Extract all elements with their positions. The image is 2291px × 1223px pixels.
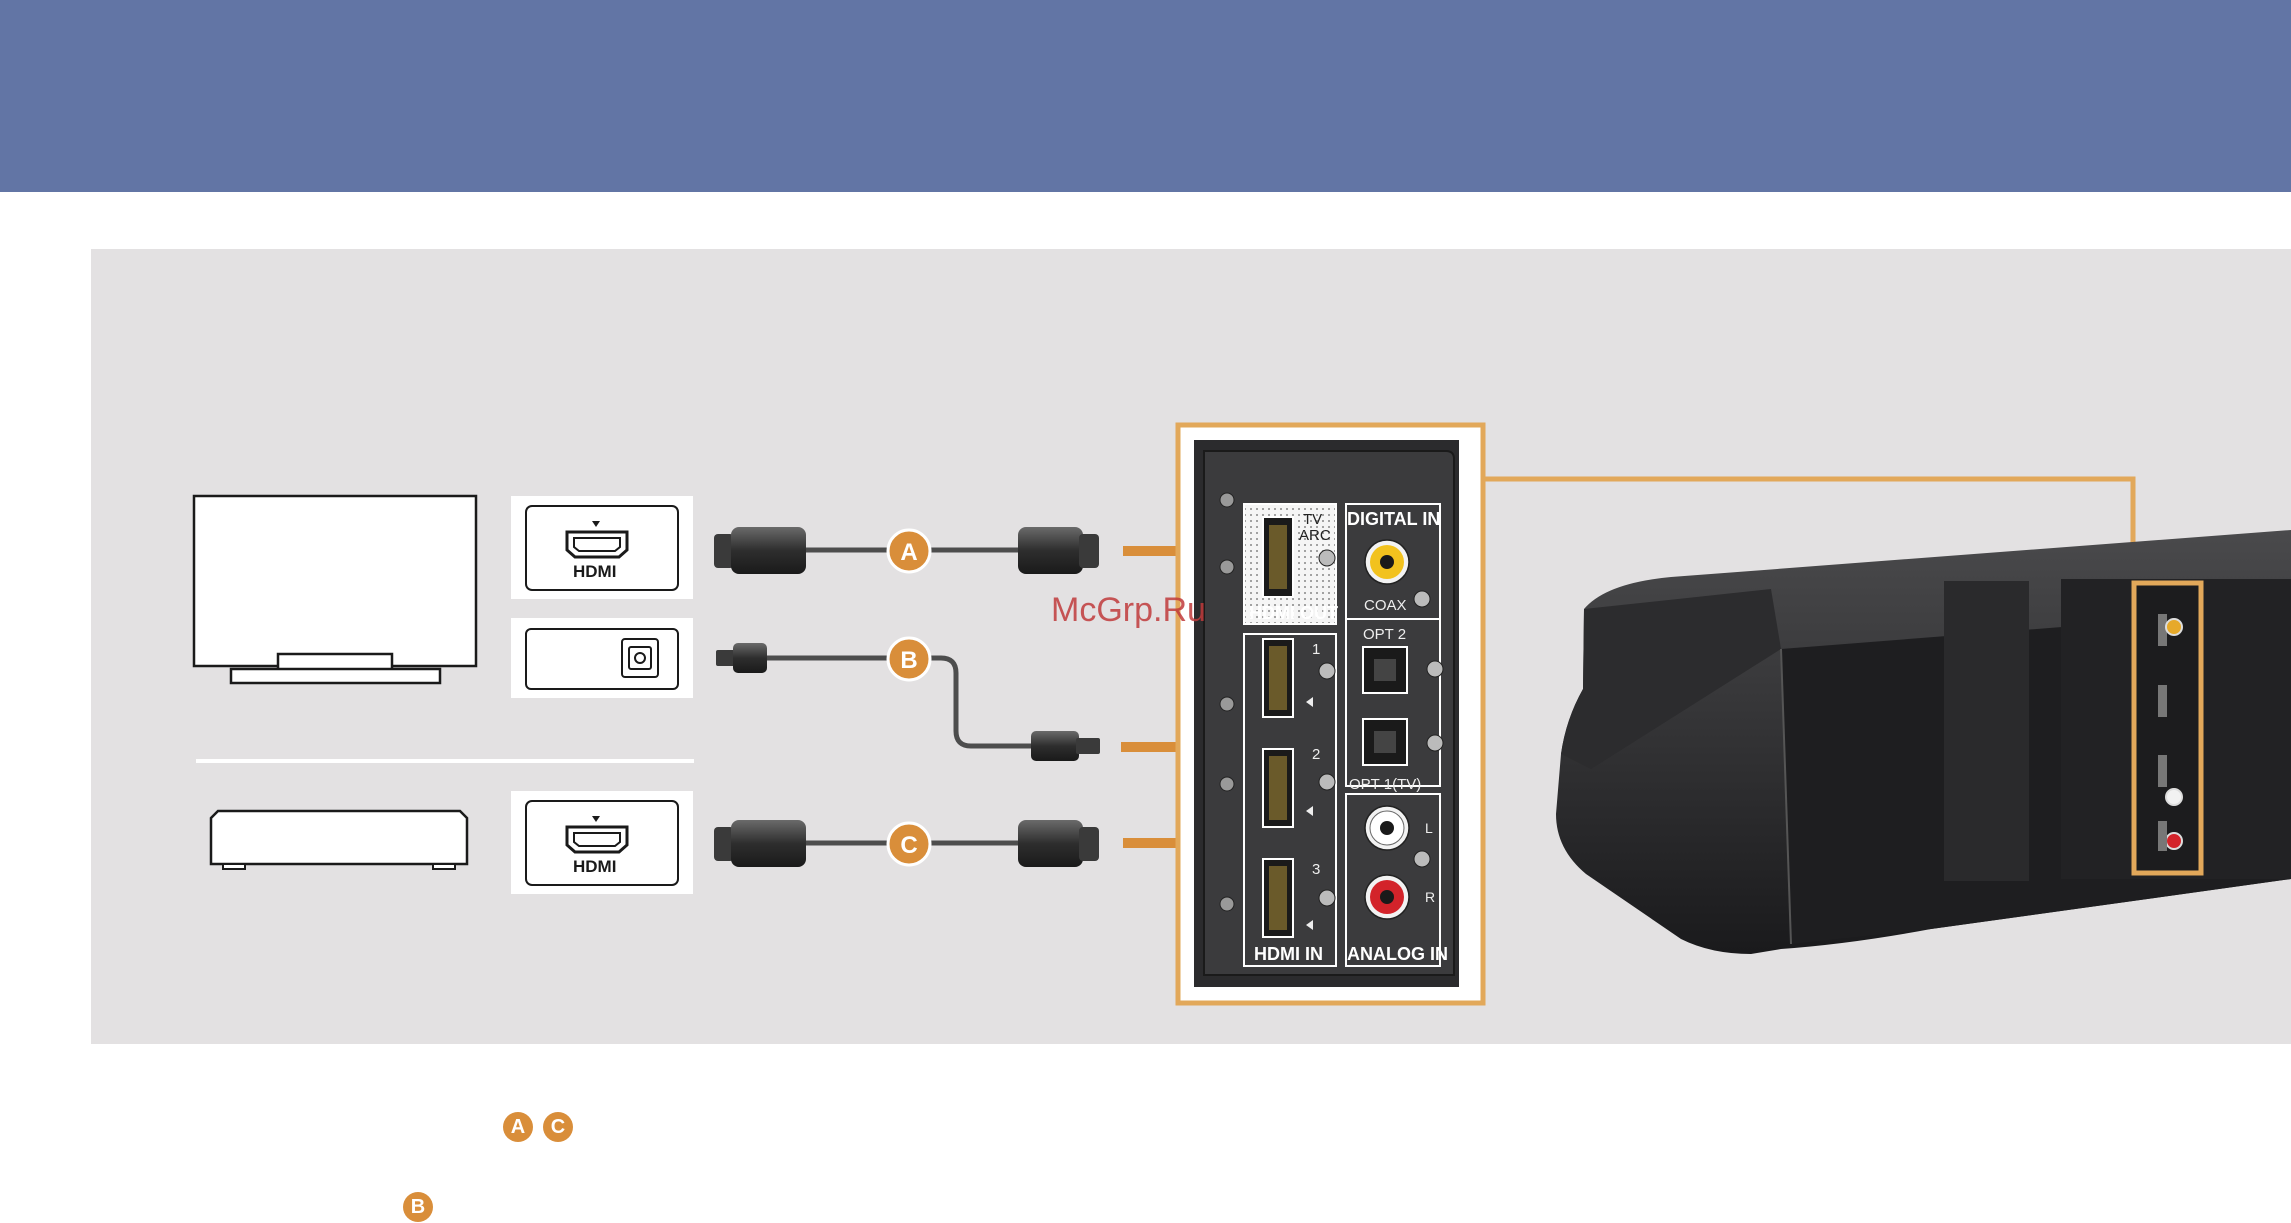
svg-text:OPT 2: OPT 2	[1363, 626, 1406, 643]
soundbar-port-inset	[2131, 580, 2204, 876]
hdmi-port-icon	[565, 530, 629, 559]
badge-c: C	[886, 821, 932, 867]
hdmi-port-icon	[565, 825, 629, 854]
optical-plug-icon	[716, 643, 767, 673]
optical-plug-icon	[1031, 731, 1100, 761]
tv-hdmi-port: HDMI	[511, 496, 693, 599]
rear-panel: TV ARC HDMI OUT 1 2 3 HDMI IN DIGITAL IN…	[1175, 422, 1486, 1006]
tv-optical-port	[511, 618, 693, 698]
svg-text:A: A	[900, 539, 917, 566]
tv-icon	[192, 494, 478, 685]
svg-text:1: 1	[1312, 641, 1320, 658]
svg-text:L: L	[1425, 820, 1433, 836]
svg-text:3: 3	[1312, 861, 1320, 878]
header-bar	[0, 0, 2291, 192]
hdmi-plug-icon	[1018, 820, 1099, 867]
hdmi-plug-icon	[714, 820, 806, 867]
footer-badge-c: C	[543, 1112, 573, 1142]
watermark: McGrp.Ru	[1051, 591, 1206, 629]
optical-port-icon	[621, 638, 659, 678]
footer-badge-a: A	[503, 1112, 533, 1142]
tv-arc-label-2: ARC	[1299, 527, 1331, 544]
hdmi-logo: HDMI	[573, 857, 616, 876]
hdmi-in-label: HDMI IN	[1254, 944, 1323, 964]
svg-text:B: B	[900, 647, 917, 674]
svg-text:OPT 1(TV): OPT 1(TV)	[1349, 776, 1421, 793]
cable-a	[714, 527, 1255, 574]
hdmi-out-label: HDMI OUT	[1249, 603, 1338, 623]
hdmi-plug-icon	[714, 527, 806, 574]
badge-a: A	[886, 528, 932, 574]
cable-c	[714, 820, 1247, 867]
hdmi-plug-icon	[1018, 527, 1099, 574]
svg-text:C: C	[900, 832, 917, 859]
box-hdmi-port: HDMI	[511, 791, 693, 894]
svg-text:2: 2	[1312, 746, 1320, 763]
rca-jack-icon	[1364, 539, 1410, 585]
analog-in-label: ANALOG IN	[1347, 944, 1448, 964]
rca-jack-icon	[1364, 874, 1410, 920]
diagram-panel: HDMI HDMI	[91, 249, 2291, 1044]
footer-badge-b: B	[403, 1192, 433, 1222]
hdmi-logo: HDMI	[573, 562, 616, 581]
svg-text:R: R	[1425, 889, 1435, 905]
rca-jack-icon	[1364, 805, 1410, 851]
badge-b: B	[886, 636, 932, 682]
connection-diagram: HDMI HDMI	[192, 422, 2291, 1006]
svg-text:COAX: COAX	[1364, 597, 1407, 614]
digital-in-label: DIGITAL IN	[1347, 509, 1440, 529]
set-top-box-icon	[209, 809, 469, 870]
tv-arc-label: TV	[1303, 511, 1322, 528]
